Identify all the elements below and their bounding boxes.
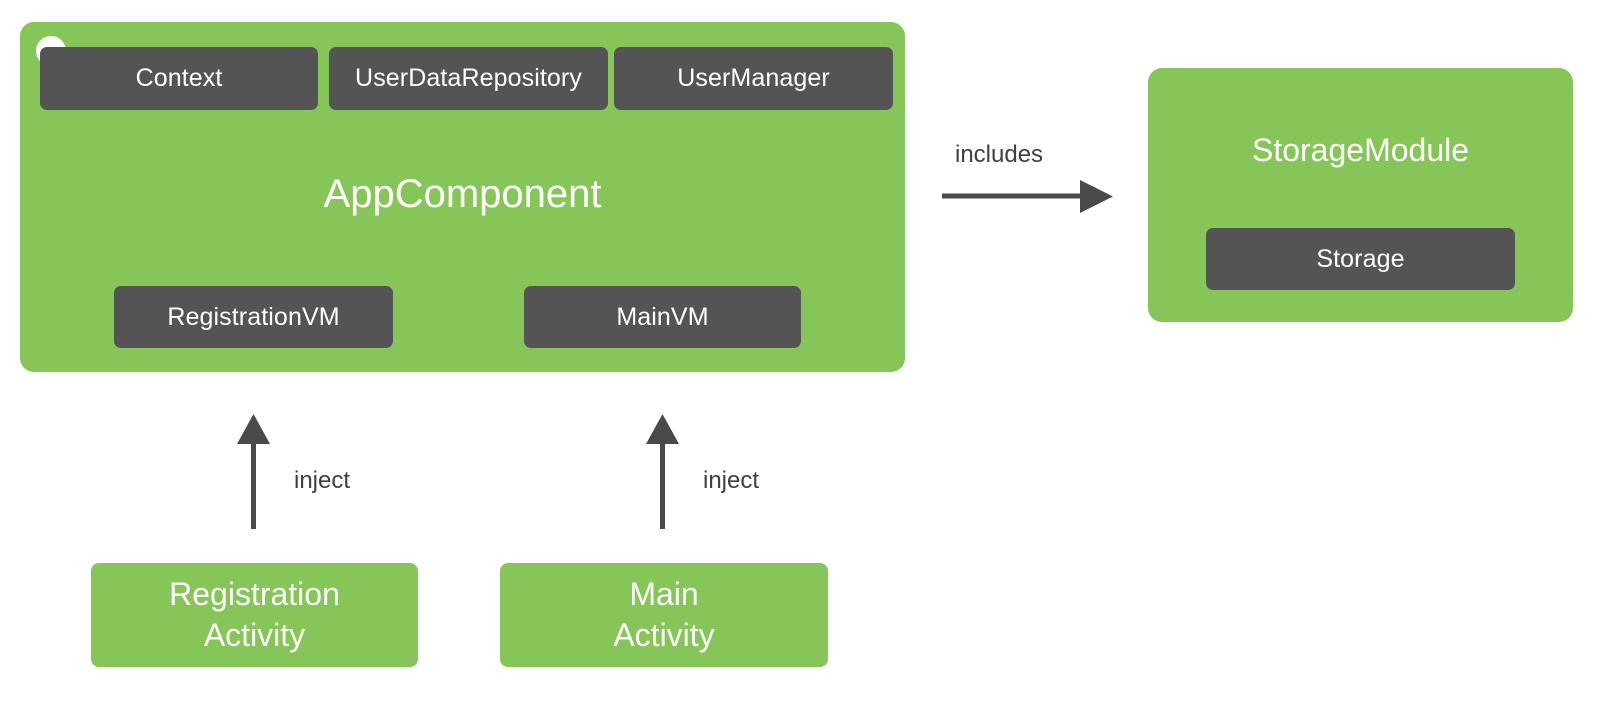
- view-model-chip-registration-vm[interactable]: RegistrationVM: [114, 286, 393, 348]
- edge-label-inject-registration: inject: [294, 467, 351, 494]
- view-model-chip-main-vm-label: MainVM: [616, 302, 709, 331]
- dependency-chip-user-manager-label: UserManager: [677, 64, 830, 92]
- arrow-includes: [942, 180, 1113, 213]
- view-model-chip-main-vm[interactable]: MainVM: [524, 286, 801, 348]
- dependency-chip-context-label: Context: [135, 64, 223, 92]
- edge-label-inject-main: inject: [703, 467, 760, 494]
- dependency-chip-user-data-repository[interactable]: UserDataRepository: [329, 47, 608, 110]
- edge-label-includes: includes: [955, 141, 1044, 168]
- arrow-inject-main: [646, 414, 679, 529]
- dependency-chip-user-manager[interactable]: UserManager: [614, 47, 893, 110]
- dependency-chip-context[interactable]: Context: [40, 47, 318, 110]
- main-activity-box[interactable]: Main Activity: [500, 563, 828, 667]
- arrow-includes-head: [1080, 180, 1113, 213]
- main-activity-label: Main Activity: [613, 576, 715, 653]
- view-model-chip-registration-vm-label: RegistrationVM: [167, 302, 340, 331]
- arrow-inject-registration: [237, 414, 270, 529]
- registration-activity-box[interactable]: Registration Activity: [91, 563, 418, 667]
- app-component-title: AppComponent: [323, 172, 602, 216]
- arrow-inject-main-head: [646, 414, 679, 444]
- arrow-inject-registration-head: [237, 414, 270, 444]
- dependency-chip-user-data-repository-label: UserDataRepository: [355, 64, 582, 92]
- module-binding-chip-storage[interactable]: Storage: [1206, 228, 1515, 290]
- module-binding-chip-storage-label: Storage: [1316, 244, 1405, 273]
- registration-activity-label: Registration Activity: [169, 576, 340, 653]
- storage-module-title: StorageModule: [1251, 132, 1470, 168]
